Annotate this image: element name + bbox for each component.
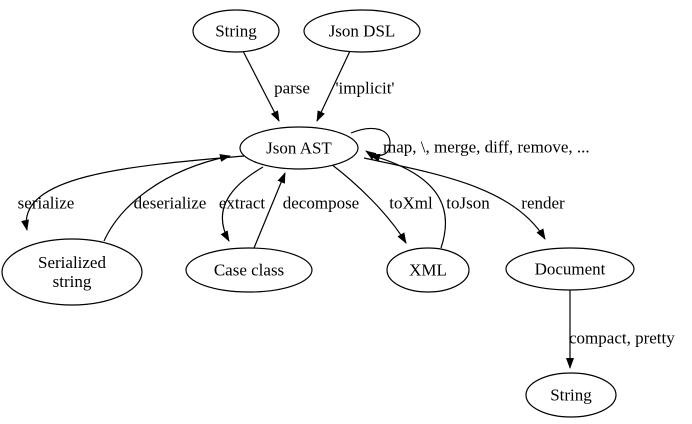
edge-label-to-xml: toXml — [389, 194, 433, 213]
node-label-case-class: Case class — [214, 261, 284, 280]
edge-label-implicit: 'implicit' — [335, 79, 394, 98]
node-string-top — [192, 9, 280, 53]
node-xml — [386, 247, 470, 293]
edge-label-self-ops: map, \, merge, diff, remove, ... — [383, 138, 590, 157]
node-label-json-ast: Json AST — [266, 139, 332, 158]
edge-label-extract: extract — [219, 194, 266, 213]
edge-extract — [220, 166, 264, 242]
edge-to-json — [369, 153, 447, 249]
edge-parse — [242, 50, 280, 122]
edge-label-decompose: decompose — [283, 194, 359, 213]
node-label-document: Document — [535, 260, 606, 279]
edge-render — [363, 157, 546, 240]
edge-to-xml — [330, 163, 407, 244]
edge-label-to-json: toJson — [446, 194, 490, 213]
edge-label-compact: compact, pretty — [569, 329, 675, 348]
node-document — [505, 247, 635, 291]
node-string-bottom — [525, 372, 617, 418]
node-label-json-dsl: Json DSL — [329, 22, 396, 41]
edge-labels-layer: parse 'implicit' map, \, merge, diff, remo… — [18, 79, 676, 348]
edge-label-parse: parse — [274, 79, 310, 98]
edge-decompose — [253, 172, 286, 249]
node-serialized-string — [1, 238, 143, 306]
edge-label-serialize: serialize — [18, 194, 75, 213]
edge-deserialize — [103, 154, 231, 242]
node-label-xml: XML — [409, 261, 447, 280]
node-case-class — [185, 247, 313, 293]
node-label-string-bottom: String — [550, 386, 592, 405]
edges-layer — [21, 50, 574, 369]
node-json-dsl — [303, 9, 421, 53]
node-json-ast — [239, 126, 359, 170]
edge-implicit — [316, 50, 351, 122]
edge-label-deserialize: deserialize — [134, 194, 207, 213]
edge-label-render: render — [521, 194, 565, 213]
edge-serialize — [21, 155, 245, 231]
node-label-string-top: String — [215, 22, 257, 41]
